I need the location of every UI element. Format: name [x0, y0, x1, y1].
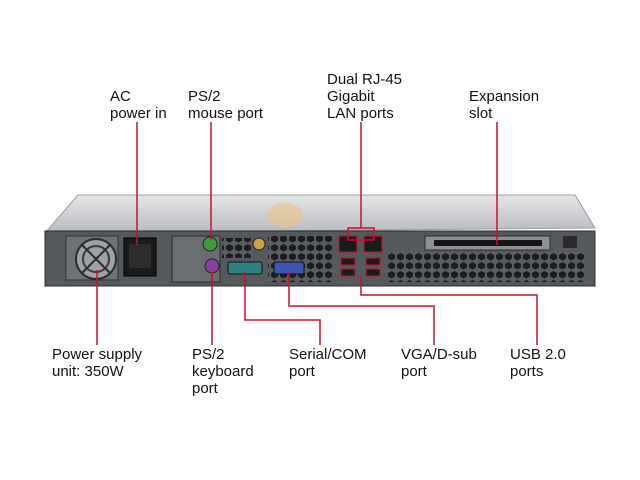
vent-right [388, 252, 584, 282]
usb-port-4 [365, 268, 381, 277]
label-vga-line-1: VGA/D-sub [401, 346, 477, 363]
label-expansion-line-2: slot [469, 105, 493, 122]
label-ac-power-line-2: power in [110, 105, 167, 122]
psu-fan-ring-icon [82, 245, 110, 273]
vent-small [222, 238, 252, 258]
label-ps2-mouse-line-2: mouse port [188, 105, 264, 122]
label-expansion-line-1: Expansion [469, 88, 540, 105]
label-ps2-keyboard-line-1: PS/2 [192, 346, 225, 363]
antenna-connector-icon [252, 237, 266, 251]
ps2-keyboard-port [204, 258, 220, 274]
label-ac-power-line-1: AC [110, 88, 131, 105]
label-serial-line-1: Serial/COM [289, 346, 367, 363]
label-serial-line-2: port [289, 363, 315, 380]
label-ps2-mouse-line-1: PS/2 [188, 88, 221, 105]
label-dual-lan-line-2: Gigabit [327, 88, 375, 105]
lan-port-2 [363, 235, 383, 253]
expansion-slot-opening [434, 240, 542, 246]
label-ps2-keyboard-line-2: keyboard [192, 363, 254, 380]
rear-latch [563, 236, 577, 248]
label-dual-lan-line-3: LAN ports [327, 105, 394, 122]
label-usb-line-2: ports [510, 363, 544, 380]
usb-port-3 [365, 257, 381, 266]
label-usb: USB 2.0 ports [510, 346, 566, 380]
ps2-mouse-port [202, 236, 218, 252]
label-usb-line-1: USB 2.0 [510, 346, 566, 363]
usb-port-2 [340, 268, 356, 277]
label-ps2-keyboard-line-3: port [192, 380, 218, 397]
vent-left [268, 236, 332, 282]
leader-lan [347, 122, 375, 241]
chassis-top [43, 194, 596, 234]
usb-port-1 [340, 257, 356, 266]
label-power-supply: Power supply unit: 350W [52, 346, 142, 380]
leader-serial [244, 272, 321, 345]
label-dual-lan: Dual RJ-45 Gigabit LAN ports [327, 71, 402, 122]
ac-inlet-socket-icon [129, 244, 151, 268]
label-psu-line-1: Power supply [52, 346, 143, 363]
label-ps2-mouse: PS/2 mouse port [188, 88, 263, 122]
leader-vga [288, 272, 435, 345]
label-ps2-keyboard: PS/2 keyboard port [192, 346, 254, 397]
psu-fan-grille-icon [81, 244, 111, 274]
logo-watermark-icon [267, 203, 303, 227]
label-serial-com: Serial/COM port [289, 346, 367, 380]
label-expansion-slot: Expansion slot [469, 88, 539, 122]
leader-lines [96, 122, 538, 345]
label-ac-power: AC power in [110, 88, 167, 122]
label-vga-line-2: port [401, 363, 427, 380]
label-dual-lan-line-1: Dual RJ-45 [327, 71, 403, 88]
label-psu-line-2: unit: 350W [52, 363, 124, 380]
label-vga-dsub: VGA/D-sub port [401, 346, 477, 380]
leader-usb [360, 276, 538, 345]
